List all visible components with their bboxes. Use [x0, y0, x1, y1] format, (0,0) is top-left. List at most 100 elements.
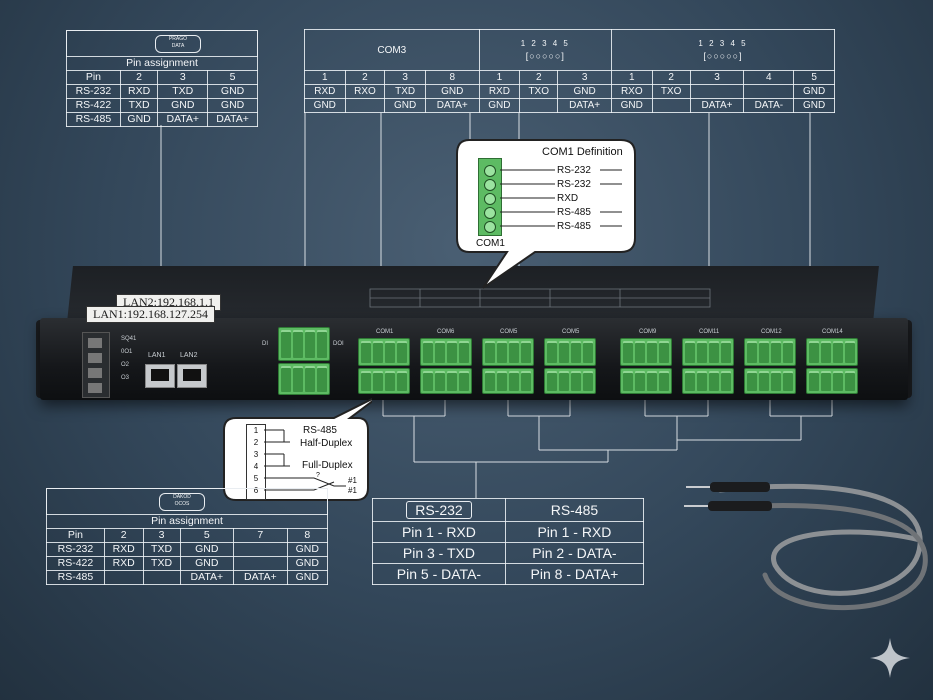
- table-row: Pin 3 - TXD Pin 2 - DATA-: [372, 542, 645, 564]
- com1-leader-lines: [500, 169, 622, 227]
- tl-r2-c0: RS-485: [66, 112, 121, 127]
- tr-a2: TXD: [384, 84, 426, 99]
- lan1-port[interactable]: [145, 364, 175, 388]
- com1-terminal-top[interactable]: [358, 338, 410, 366]
- mapping-header-rs232: RS-232: [406, 500, 472, 519]
- connector-text-2: DATA: [171, 43, 185, 49]
- tl-r0-c0: RS-232: [66, 84, 121, 99]
- com11-terminal-bottom[interactable]: [682, 368, 734, 394]
- tr-b7: GND: [610, 98, 653, 113]
- connector2-text-2: OCOS: [174, 501, 190, 507]
- table-row: GND GND DATA+ GND DATA+ GND DATA+ DATA- …: [304, 98, 835, 113]
- probe-handle-2: [708, 501, 772, 511]
- bl-r2-c3: DATA+: [179, 570, 235, 585]
- port-label-com11: COM11: [699, 329, 720, 335]
- bl-r0-c5: GND: [286, 542, 329, 557]
- com6-terminal-top[interactable]: [420, 338, 472, 366]
- table-row: RXD RXO TXD GND RXD TXO GND RXO TXO GND: [304, 84, 835, 99]
- table-row: Pin 1 - RXD Pin 1 - RXD: [372, 521, 645, 543]
- com1-definition-title: COM1 Definition: [542, 146, 623, 158]
- side-label-3: O2: [121, 362, 130, 368]
- tr-a8: TXO: [651, 84, 691, 99]
- tr-a9: [689, 84, 745, 99]
- power-terminal[interactable]: [82, 332, 110, 398]
- com3-title: COM3: [304, 29, 480, 71]
- bl-r0-c0: RS-232: [46, 542, 105, 557]
- tr-b11: GND: [793, 98, 835, 113]
- bl-r2-c1: [103, 570, 144, 585]
- tr-b0: GND: [304, 98, 346, 113]
- com1-item-4: RS-485: [557, 207, 591, 218]
- com12-terminal-top[interactable]: [744, 338, 796, 366]
- com5a-terminal-bottom[interactable]: [482, 368, 534, 394]
- bl-r2-c2: [142, 570, 181, 585]
- connector-pins-a: 1 2 3 4 5: [520, 39, 570, 48]
- com5b-terminal-top[interactable]: [544, 338, 596, 366]
- map-r2-c0: Pin 5 - DATA-: [372, 563, 506, 585]
- com5b-terminal-bottom[interactable]: [544, 368, 596, 394]
- map-r2-c1: Pin 8 - DATA+: [504, 563, 645, 585]
- com1-terminal-bottom[interactable]: [358, 368, 410, 394]
- tr-a3: GND: [424, 84, 480, 99]
- ip-tag-lan1: LAN1:192.168.127.254: [86, 306, 215, 323]
- port-label-com9: COM9: [639, 329, 657, 335]
- tr-b9: DATA+: [689, 98, 745, 113]
- connector-pins-b: 1 2 3 4 5: [698, 39, 748, 48]
- duplex-pin-4: 4: [253, 462, 259, 471]
- com11-terminal-top[interactable]: [682, 338, 734, 366]
- tr-b2: GND: [384, 98, 426, 113]
- bl-header-0: Pin: [46, 528, 105, 543]
- tl-r1-c1: TXD: [119, 98, 159, 113]
- com1-terminal-icon: [478, 158, 502, 236]
- lan2-label: LAN2: [180, 352, 198, 359]
- mark-1: #1: [348, 476, 357, 485]
- table-row: RS-422 TXD GND GND: [66, 98, 258, 113]
- table-row: RS-232 RXD TXD GND: [66, 84, 258, 99]
- tr-h5: 2: [519, 70, 559, 85]
- bottom-left-pin-table: Pin assignment Pin 2 3 5 7 8 RS-232 RXD …: [46, 514, 329, 585]
- half-duplex-label: Half-Duplex: [300, 438, 353, 449]
- com14-terminal-top[interactable]: [806, 338, 858, 366]
- bl-r0-c4: [233, 542, 288, 557]
- bl-r0-c2: TXD: [142, 542, 181, 557]
- do-label: DOI: [333, 341, 344, 347]
- com14-terminal-bottom[interactable]: [806, 368, 858, 394]
- bottom-left-table-header-box: DAKOD OCOS: [46, 488, 328, 515]
- bottom-left-table-title: Pin assignment: [46, 514, 328, 529]
- com9-terminal-top[interactable]: [620, 338, 672, 366]
- tl-r2-c3: DATA+: [207, 112, 258, 127]
- tr-a11: GND: [793, 84, 835, 99]
- di-terminal-top[interactable]: [278, 327, 330, 361]
- tr-a7: RXO: [610, 84, 653, 99]
- com1-item-3: RXD: [557, 193, 579, 204]
- tr-a10: [743, 84, 795, 99]
- port-label-com5a: COM5: [500, 329, 518, 335]
- tr-h0: 1: [304, 70, 346, 85]
- com5a-terminal-top[interactable]: [482, 338, 534, 366]
- mapping-header-rs485: RS-485: [504, 498, 645, 522]
- lan2-port[interactable]: [177, 364, 207, 388]
- bl-r1-c5: GND: [286, 556, 329, 571]
- com9-terminal-bottom[interactable]: [620, 368, 672, 394]
- duplex-pin-3: 3: [253, 450, 259, 459]
- bl-r1-c1: RXD: [103, 556, 144, 571]
- mark-2: #1: [348, 486, 357, 495]
- bl-r1-c2: TXD: [142, 556, 181, 571]
- tr-h2: 3: [384, 70, 426, 85]
- bl-r2-c0: RS-485: [46, 570, 105, 585]
- port-label-com1: COM1: [376, 329, 394, 335]
- tr-h9: 3: [689, 70, 745, 85]
- tl-r0-c3: GND: [207, 84, 258, 99]
- com6-terminal-bottom[interactable]: [420, 368, 472, 394]
- tl-header-1: 2: [119, 70, 159, 85]
- com12-terminal-bottom[interactable]: [744, 368, 796, 394]
- top-left-table-header-box: PRAGO DATA: [66, 30, 258, 57]
- full-duplex-label: Full-Duplex: [302, 460, 353, 471]
- duplex-pin-6: 6: [253, 486, 259, 495]
- rs232-rs485-mapping-table: RS-232 RS-485 Pin 1 - RXD Pin 1 - RXD Pi…: [372, 498, 645, 585]
- bl-header-1: 2: [103, 528, 144, 543]
- di-terminal-bottom[interactable]: [278, 363, 330, 395]
- tr-h6: 3: [557, 70, 612, 85]
- di-label: DI: [262, 341, 268, 347]
- duplex-pin-5: 5: [253, 474, 259, 483]
